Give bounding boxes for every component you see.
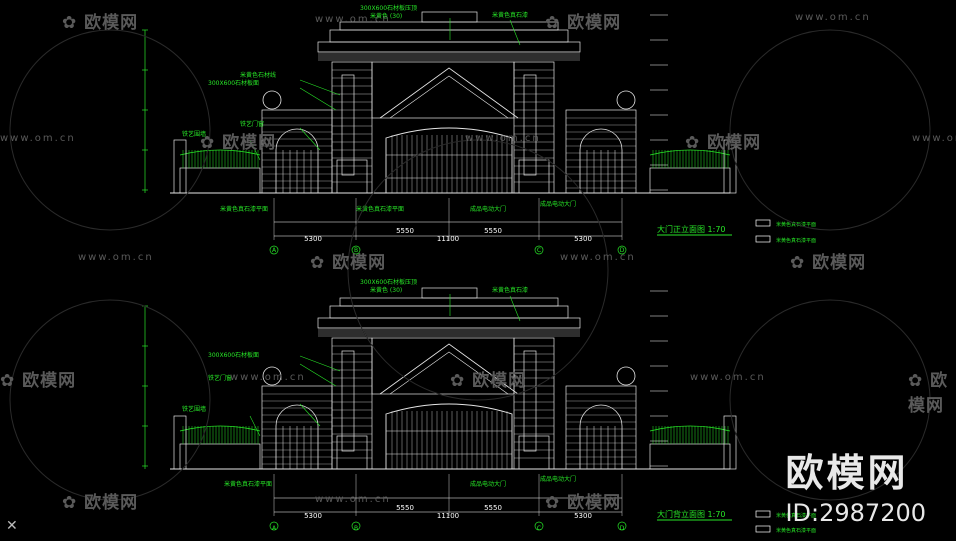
back-axis-a: A xyxy=(272,525,277,532)
front-axis-a: A xyxy=(272,247,277,254)
back-note-4: 300X600石材板面 xyxy=(208,351,259,359)
front-dim-3: 5550 xyxy=(484,227,502,235)
back-note-2: 米黄色 (30) xyxy=(370,286,402,294)
back-dim-2: 5550 xyxy=(396,504,414,512)
back-elevation: 300X600石材板压顶 米黄色 (30) 米黄色真石漆 300X600石材板面… xyxy=(142,278,816,534)
front-axis-d: D xyxy=(620,247,625,254)
back-note-3: 米黄色真石漆 xyxy=(492,286,528,294)
front-note-9: 成品电动大门 xyxy=(470,205,506,213)
back-legend-1: 米黄色真石漆平面 xyxy=(776,512,816,519)
back-note-6: 铁艺围墙 xyxy=(182,405,206,413)
front-note-5: 300X600石材板面 xyxy=(208,79,259,87)
brand-stamp: 欧模网 ID:2987200 xyxy=(785,442,926,527)
back-dim-4: 5300 xyxy=(574,512,592,520)
back-note-5: 铁艺门窗 xyxy=(208,374,232,382)
front-note-11: 米黄色真石漆平面 xyxy=(356,205,404,213)
back-note-7: 米黄色真石漆平面 xyxy=(224,480,272,488)
back-axis-d: D xyxy=(620,525,625,532)
front-note-3: 米黄色真石漆 xyxy=(492,11,528,19)
back-axis-c: C xyxy=(537,525,541,532)
back-note-1: 300X600石材板压顶 xyxy=(360,278,417,286)
gate-front-drawing xyxy=(142,11,737,255)
back-note-8: 成品电动大门 xyxy=(470,480,506,488)
back-title: 大门背立面图 1:70 xyxy=(657,509,726,519)
front-note-4: 米黄色石材线 xyxy=(240,71,276,79)
front-dim-2: 5550 xyxy=(396,227,414,235)
front-note-1: 300X600石材板压顶 xyxy=(360,4,417,12)
back-dim-1: 5300 xyxy=(304,512,322,520)
front-title: 大门正立面图 1:70 xyxy=(657,224,726,234)
front-axis-c: C xyxy=(537,247,541,254)
back-dim-total: 11100 xyxy=(437,512,459,520)
gate-back-drawing xyxy=(142,287,737,531)
front-legend-2: 米黄色真石漆平面 xyxy=(776,237,816,244)
brand-name: 欧模网 xyxy=(785,451,909,495)
front-note-8: 米黄色真石漆平面 xyxy=(220,205,268,213)
front-note-10: 成品电动大门 xyxy=(540,200,576,208)
front-dim-4: 5300 xyxy=(574,235,592,243)
front-note-7: 铁艺围墙 xyxy=(182,130,206,138)
back-dim-3: 5550 xyxy=(484,504,502,512)
front-dim-1: 5300 xyxy=(304,235,322,243)
brand-id: ID:2987200 xyxy=(785,499,926,527)
close-icon[interactable]: ✕ xyxy=(6,518,18,534)
back-axis-b: B xyxy=(354,525,358,532)
front-dim-total: 11100 xyxy=(437,235,459,243)
watermark-circles xyxy=(9,29,931,501)
back-legend-2: 米黄色真石漆平面 xyxy=(776,527,816,534)
front-note-2: 米黄色 (30) xyxy=(370,12,402,20)
front-note-6: 铁艺门窗 xyxy=(240,120,264,128)
back-note-9: 成品电动大门 xyxy=(540,475,576,483)
front-axis-b: B xyxy=(354,247,358,254)
